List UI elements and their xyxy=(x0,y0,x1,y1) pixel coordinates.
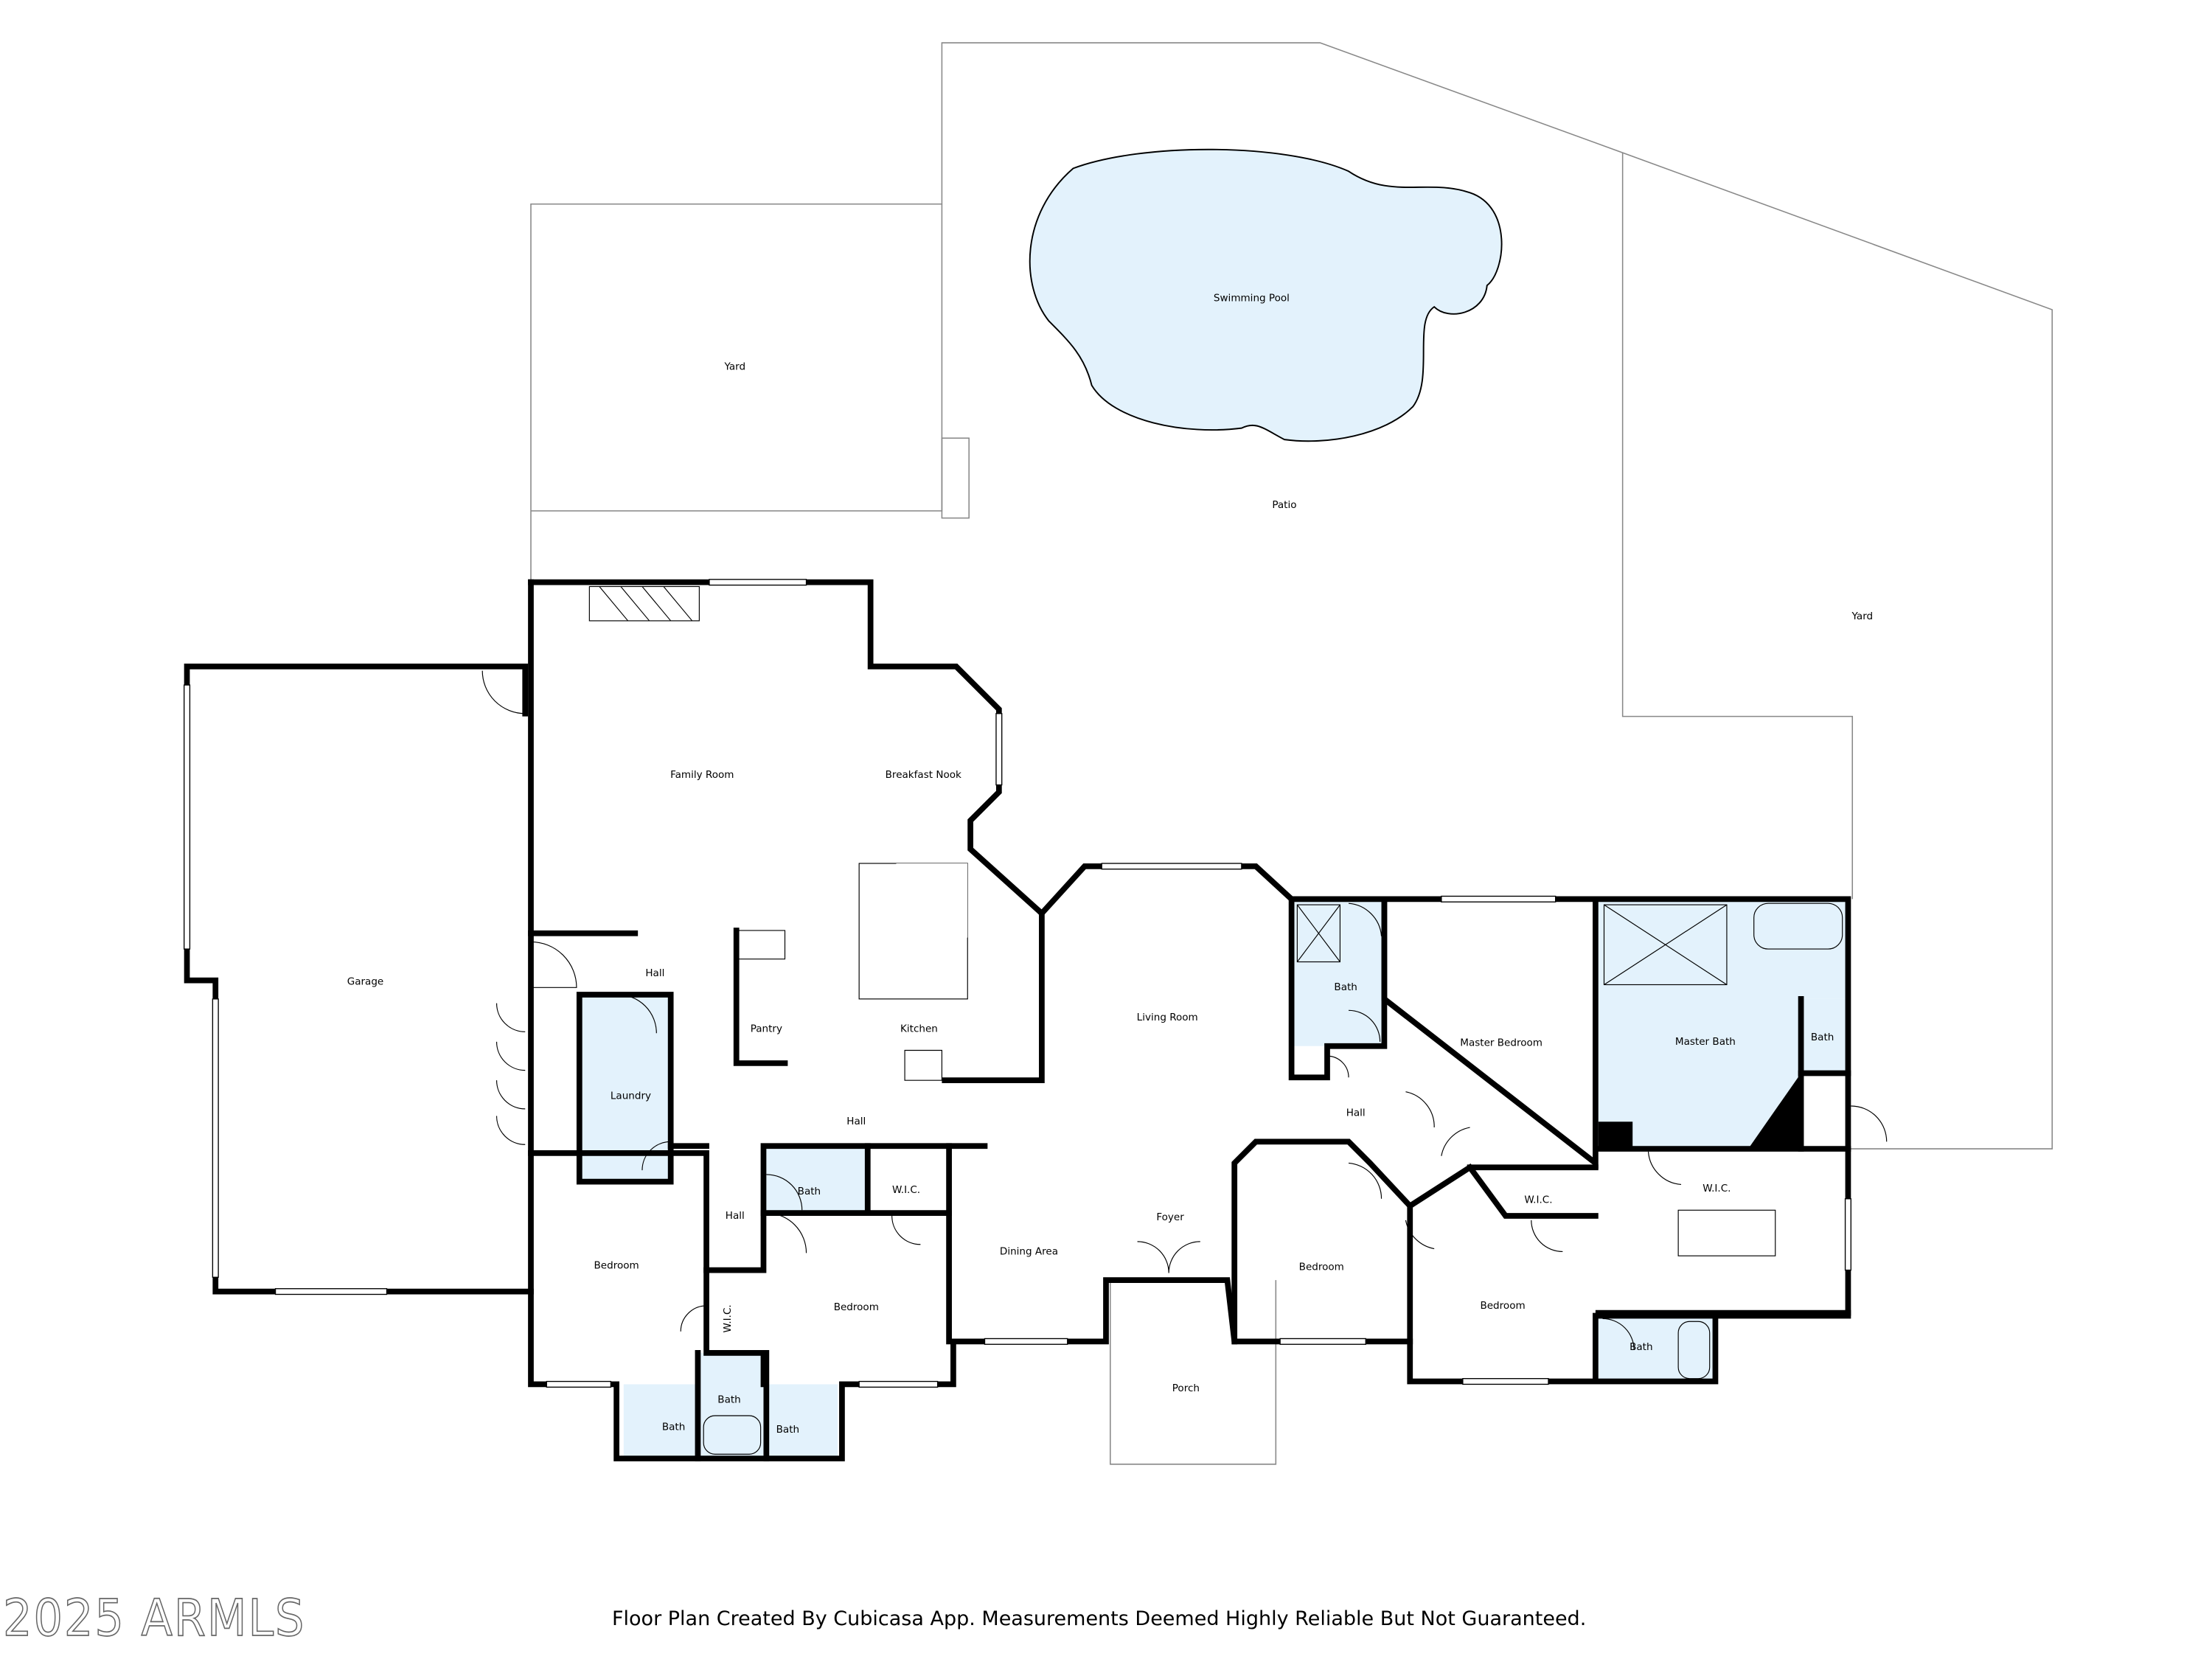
room-label-kitchen: Kitchen xyxy=(900,1023,938,1034)
room-label-patio: Patio xyxy=(1272,499,1296,511)
room-label-yard-right: Yard xyxy=(1851,611,1874,622)
room-label-wic: W.I.C. xyxy=(722,1304,734,1332)
room-label-hall: Hall xyxy=(846,1116,866,1127)
room-label-bath: Bath xyxy=(1630,1341,1652,1353)
outdoor-outlines xyxy=(530,42,2053,1465)
room-label-bedroom: Bedroom xyxy=(594,1260,639,1272)
room-label-bath: Bath xyxy=(1811,1032,1834,1043)
room-label-family-room: Family Room xyxy=(670,769,734,781)
room-label-bath: Bath xyxy=(776,1424,799,1436)
room-label-dining-area: Dining Area xyxy=(1000,1245,1058,1257)
walls xyxy=(184,579,1851,1461)
room-label-garage: Garage xyxy=(347,975,384,987)
room-label-bath: Bath xyxy=(717,1394,740,1406)
room-label-bedroom: Bedroom xyxy=(1480,1300,1525,1312)
room-label-hall: Hall xyxy=(1346,1107,1366,1119)
room-label-wic: W.I.C. xyxy=(1703,1183,1731,1194)
fixtures xyxy=(588,585,1843,1455)
room-labels: Yard Swimming Pool Patio Yard Family Roo… xyxy=(347,292,1873,1436)
windows xyxy=(184,579,1851,1388)
room-label-breakfast-nook: Breakfast Nook xyxy=(886,769,961,781)
room-label-master-bath: Master Bath xyxy=(1675,1036,1736,1048)
room-label-bath: Bath xyxy=(798,1186,821,1197)
room-label-porch: Porch xyxy=(1172,1382,1200,1394)
room-label-bedroom: Bedroom xyxy=(834,1301,879,1313)
room-label-living-room: Living Room xyxy=(1137,1012,1198,1023)
room-label-wic: W.I.C. xyxy=(892,1184,920,1196)
room-label-hall: Hall xyxy=(726,1210,745,1222)
wet-rooms xyxy=(579,899,1848,1459)
room-label-bath: Bath xyxy=(662,1421,685,1433)
room-label-yard-left: Yard xyxy=(723,361,745,372)
room-label-hall: Hall xyxy=(645,967,664,979)
room-label-master-bedroom: Master Bedroom xyxy=(1460,1037,1543,1049)
room-label-bedroom: Bedroom xyxy=(1299,1262,1344,1273)
room-label-wic: W.I.C. xyxy=(1524,1194,1552,1206)
room-label-laundry: Laundry xyxy=(611,1090,651,1102)
room-label-foyer: Foyer xyxy=(1156,1211,1184,1223)
doors xyxy=(481,670,1888,1350)
footer-disclaimer: Floor Plan Created By Cubicasa App. Meas… xyxy=(612,1607,1587,1630)
room-label-swimming-pool: Swimming Pool xyxy=(1214,292,1290,304)
swimming-pool xyxy=(1029,148,1503,442)
room-label-bath: Bath xyxy=(1334,981,1357,993)
watermark: 2025 ARMLS xyxy=(2,1588,306,1649)
room-label-pantry: Pantry xyxy=(751,1023,782,1034)
